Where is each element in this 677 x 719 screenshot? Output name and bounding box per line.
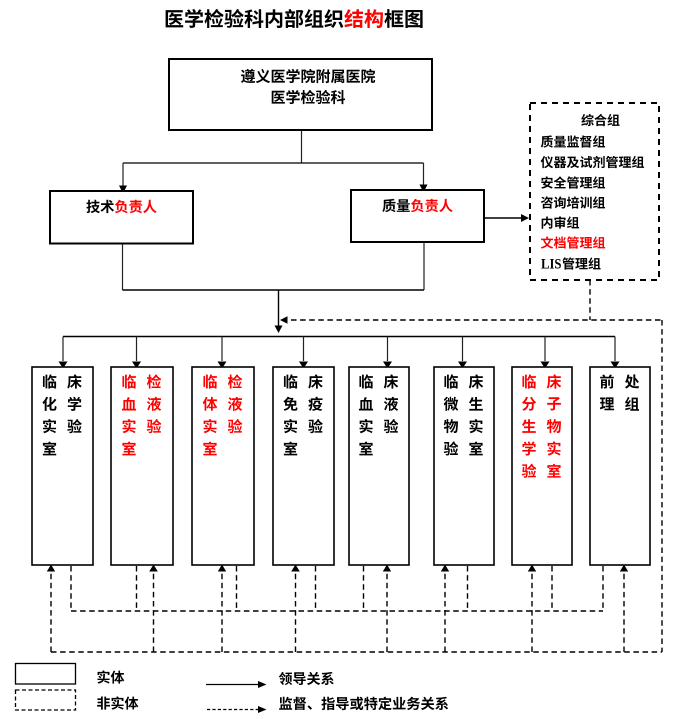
svg-text:LIS: LIS bbox=[541, 257, 562, 273]
